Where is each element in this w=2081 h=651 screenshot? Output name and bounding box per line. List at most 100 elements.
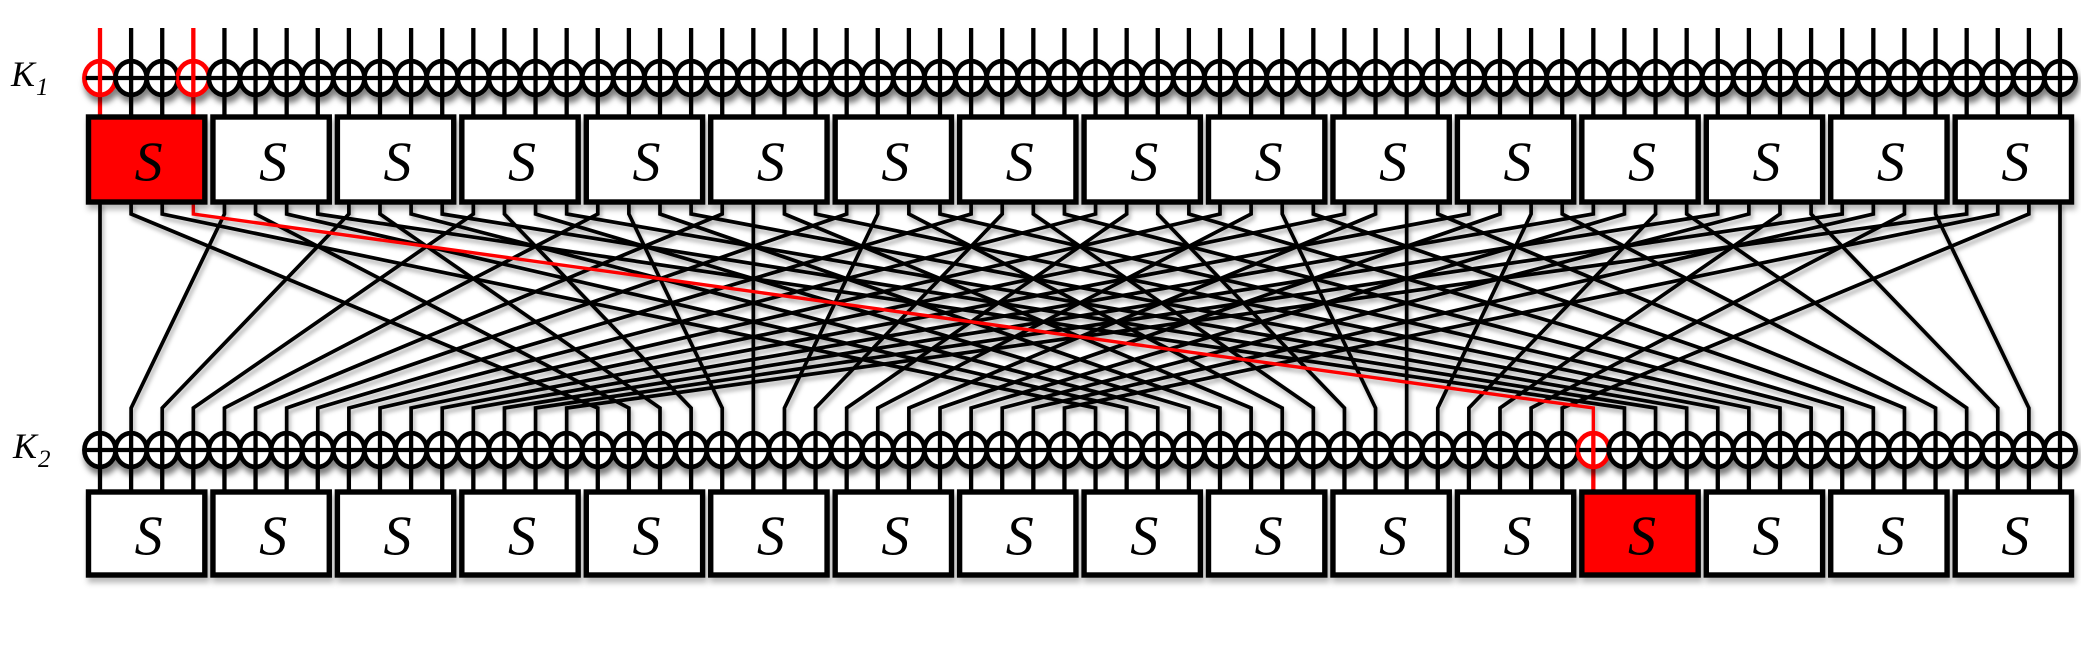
permutation-line [1933, 202, 2031, 450]
permutation-line [191, 202, 476, 450]
permutation-line [440, 202, 1471, 450]
permutation-line [533, 202, 1191, 450]
sbox [1454, 114, 1577, 205]
sbox [832, 114, 955, 205]
permutation-line [813, 202, 1005, 450]
sbox-label: S [1379, 132, 1407, 194]
sbox-label: S [1255, 132, 1283, 194]
permutation-line [253, 202, 631, 450]
permutation-line [284, 202, 849, 450]
permutation-line [1155, 202, 1347, 450]
permutation-line [160, 202, 1098, 450]
permutation-line [875, 202, 1253, 450]
sbox-label: S [259, 506, 287, 568]
permutation-line [627, 202, 725, 450]
sbox [1205, 489, 1328, 578]
permutation-line [378, 202, 1222, 450]
sbox-label: S [1006, 506, 1034, 568]
sbox [956, 489, 1079, 578]
sbox-label: S [2001, 132, 2029, 194]
permutation-line [347, 202, 1098, 450]
sbox-label: S [1877, 506, 1905, 568]
permutation-line [502, 202, 1720, 450]
sbox-label: S [632, 132, 660, 194]
permutation-line [1560, 202, 2031, 450]
sbox [85, 489, 208, 578]
round1-key-label: K1 [11, 53, 49, 102]
sbox-label: S [135, 506, 163, 568]
permutation-line [1467, 202, 1658, 450]
sbox [1703, 489, 1826, 578]
sbox [1081, 489, 1204, 578]
permutation-line [1435, 202, 1533, 450]
permutation-line [129, 202, 600, 450]
sbox-label: S [1752, 132, 1780, 194]
sbox [832, 489, 955, 578]
permutation-line [1031, 202, 1876, 450]
permutation-line [1000, 202, 1751, 450]
sbox-label: S [1752, 506, 1780, 568]
permutation-line [782, 202, 880, 450]
permutation-line [160, 202, 351, 450]
round1-xor-row-crosses [85, 62, 2075, 94]
permutation-line [1809, 202, 2000, 450]
sbox [1330, 489, 1452, 578]
permutation-line [409, 202, 1160, 450]
permutation-line [253, 202, 725, 450]
sbox-label: S [1130, 506, 1158, 568]
round2-key-label-base: K [13, 426, 38, 466]
permutation-line [969, 202, 1627, 450]
sbox-label: S [1130, 132, 1158, 194]
permutation-line [129, 202, 227, 450]
sbox [334, 489, 457, 578]
permutation-line [222, 202, 600, 450]
sbox [1330, 114, 1452, 205]
sbox-label: S [1006, 132, 1034, 194]
permutation-line [938, 202, 1782, 450]
sbox [334, 114, 457, 205]
sbox-label: S [135, 132, 163, 194]
permutation-line [1498, 202, 1782, 450]
sbox [1703, 114, 1826, 205]
permutation-line [564, 202, 1969, 450]
permutation-line [813, 202, 1751, 450]
round2-xor-row [82, 430, 2078, 470]
sbox [1579, 114, 1701, 205]
permutation-line [1280, 202, 1378, 450]
sbox-label: S [757, 506, 785, 568]
sbox [708, 114, 830, 205]
sbox [1828, 489, 1950, 578]
sbox [459, 489, 581, 578]
round2-key-label-subscript: 2 [38, 446, 51, 473]
sbox [210, 489, 332, 578]
permutation-line [378, 202, 662, 450]
permutation-line [907, 202, 1285, 450]
permutation-line [938, 202, 1502, 450]
permutation-line [471, 202, 1596, 450]
permutation-line [284, 202, 1129, 450]
sbox-label: S [757, 132, 785, 194]
sbox [1454, 489, 1577, 578]
permutation-line [502, 202, 693, 450]
sbox [210, 114, 332, 205]
permutation-line [1684, 202, 1969, 450]
round1-key-label-subscript: 1 [36, 74, 49, 101]
permutation-line [689, 202, 1720, 450]
permutation-line [315, 202, 1627, 450]
permutation-line [1031, 202, 1316, 450]
permutation-line [1062, 202, 2000, 450]
permutation-line-highlight [191, 202, 1596, 450]
sbox [459, 114, 581, 205]
sbox-label: S [508, 132, 536, 194]
round1-xor-row [82, 58, 2078, 98]
sbox-label: S [1628, 132, 1656, 194]
permutation-line [844, 202, 1129, 450]
sbox-label: S [1504, 132, 1532, 194]
sbox-label: S [259, 132, 287, 194]
sbox-label: S [632, 506, 660, 568]
permutation-line [1529, 202, 1907, 450]
sbox [708, 489, 830, 578]
